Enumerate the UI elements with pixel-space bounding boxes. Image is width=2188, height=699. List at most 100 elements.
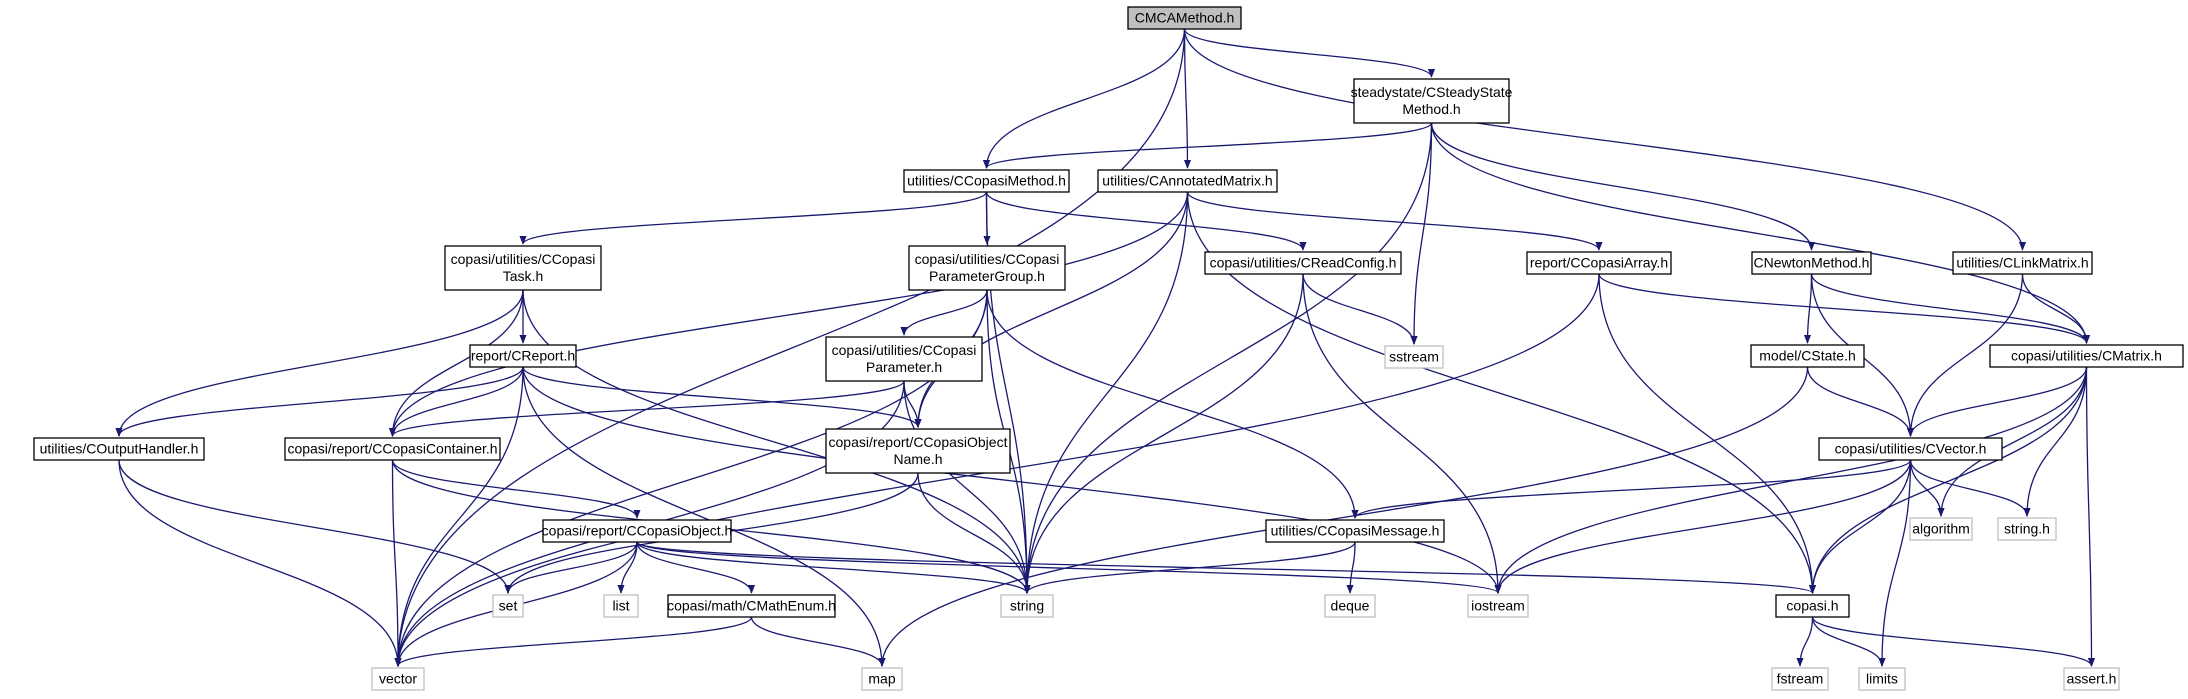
- edge-output-to-set: [118, 459, 512, 594]
- edge-copasih-to-asserth: [1811, 616, 2096, 667]
- node-box-carray: [1526, 251, 1672, 275]
- node-label-mathenum: copasi/math/CMathEnum.h: [667, 598, 836, 614]
- node-link[interactable]: utilities/CLinkMatrix.h: [1952, 251, 2093, 275]
- edge-mathenum-to-vector: [394, 616, 753, 667]
- node-label-carray: report/CCopasiArray.h: [1530, 255, 1668, 271]
- node-cmatrix[interactable]: copasi/utilities/CMatrix.h: [1989, 344, 2184, 368]
- edge-cmethod-to-task: [519, 191, 988, 245]
- edge-cannot-to-container: [388, 191, 1189, 437]
- node-label-map: map: [868, 671, 895, 687]
- node-copasih[interactable]: copasi.h: [1775, 594, 1850, 618]
- node-box-fstream: [1771, 667, 1829, 691]
- edge-message-to-deque: [1346, 541, 1356, 594]
- edge-output-to-vector: [118, 459, 402, 667]
- edge-link-to-cvector: [1906, 273, 2024, 437]
- node-box-creport: [469, 344, 577, 368]
- edge-carray-to-copasih: [1598, 273, 1817, 594]
- edge-pgroup-to-message: [986, 289, 1359, 519]
- edge-cannot-to-objname: [914, 191, 1189, 428]
- edge-cmca-to-cmethod: [982, 28, 1186, 169]
- node-label-string: string: [1010, 598, 1044, 614]
- edge-readcfg-to-iostream: [1302, 273, 1502, 594]
- node-label-cmethod: utilities/CCopasiMethod.h: [907, 173, 1066, 189]
- edge-creport-to-objname: [522, 366, 922, 428]
- edge-steady-to-newton: [1430, 122, 1816, 251]
- node-box-vector: [371, 667, 425, 691]
- edge-creport-to-map: [522, 366, 886, 667]
- node-box-readcfg: [1204, 251, 1402, 275]
- node-label-asserth: assert.h: [2067, 671, 2117, 687]
- node-map: map: [861, 667, 903, 691]
- node-message[interactable]: utilities/CCopasiMessage.h: [1265, 519, 1445, 543]
- node-cvector[interactable]: copasi/utilities/CVector.h: [1818, 437, 2003, 461]
- edge-cvector-to-limits: [1878, 459, 1912, 667]
- node-box-objname: [825, 428, 1011, 474]
- edge-param-to-string: [903, 380, 1031, 594]
- edge-object-to-mathenum: [636, 541, 756, 594]
- edge-link-to-cmatrix: [2021, 273, 2091, 344]
- edge-cstate-to-cvector: [1806, 366, 1915, 437]
- node-box-link: [1952, 251, 2093, 275]
- node-box-task: [444, 245, 602, 291]
- node-carray[interactable]: report/CCopasiArray.h: [1526, 251, 1672, 275]
- edge-object-to-string: [636, 541, 1031, 594]
- node-box-message: [1265, 519, 1445, 543]
- edge-cmca-to-link: [1183, 28, 2027, 251]
- edge-creport-to-container: [388, 366, 524, 437]
- edge-message-to-string: [1023, 541, 1356, 594]
- node-label-cmca: CMCAMethod.h: [1135, 10, 1235, 26]
- node-object[interactable]: copasi/report/CCopasiObject.h: [542, 519, 733, 543]
- dependency-edges: [115, 28, 2096, 667]
- node-box-sstream: [1384, 345, 1444, 369]
- node-label-objname: copasi/report/CCopasiObject: [829, 434, 1008, 450]
- edge-pgroup-to-param: [900, 289, 988, 336]
- node-label-copasih: copasi.h: [1786, 598, 1838, 614]
- node-creport[interactable]: report/CReport.h: [469, 344, 577, 368]
- node-cmethod[interactable]: utilities/CCopasiMethod.h: [903, 169, 1070, 193]
- node-newton[interactable]: CNewtonMethod.h: [1751, 251, 1872, 275]
- node-label-newton: CNewtonMethod.h: [1754, 255, 1870, 271]
- edge-mathenum-to-map: [750, 616, 886, 667]
- edge-container-to-vector: [391, 459, 402, 667]
- node-box-mathenum: [667, 594, 836, 618]
- edge-steady-to-sstream: [1410, 122, 1433, 345]
- node-stringh: string.h: [1997, 517, 2057, 541]
- node-label-readcfg: copasi/utilities/CReadConfig.h: [1210, 255, 1397, 271]
- edge-cvector-to-stringh: [1909, 459, 2031, 517]
- node-output[interactable]: utilities/COutputHandler.h: [33, 437, 205, 461]
- node-mathenum[interactable]: copasi/math/CMathEnum.h: [667, 594, 836, 618]
- node-box-steady: [1353, 78, 1510, 124]
- node-cannot[interactable]: utilities/CAnnotatedMatrix.h: [1097, 169, 1278, 193]
- edge-cmatrix-to-algorithm: [1937, 366, 2088, 517]
- node-cmca[interactable]: CMCAMethod.h: [1127, 6, 1242, 30]
- node-box-set: [492, 594, 524, 618]
- edge-task-to-output: [115, 289, 524, 437]
- node-label-sstream: sstream: [1389, 349, 1439, 365]
- node-label-set: set: [499, 598, 518, 614]
- node-box-cstate: [1750, 344, 1865, 368]
- edge-readcfg-to-sstream: [1302, 273, 1418, 345]
- node-set: set: [492, 594, 524, 618]
- edge-steady-to-string: [1023, 122, 1433, 594]
- node-readcfg[interactable]: copasi/utilities/CReadConfig.h: [1204, 251, 1402, 275]
- node-label-output: utilities/COutputHandler.h: [40, 441, 199, 457]
- node-box-param: [825, 336, 983, 382]
- node-label-list: list: [612, 598, 629, 614]
- node-algorithm: algorithm: [1909, 517, 1973, 541]
- node-box-iostream: [1467, 594, 1529, 618]
- node-container[interactable]: copasi/report/CCopasiContainer.h: [284, 437, 501, 461]
- edge-cannot-to-string: [1023, 191, 1189, 594]
- node-label-message: utilities/CCopasiMessage.h: [1271, 523, 1440, 539]
- node-sstream: sstream: [1384, 345, 1444, 369]
- node-box-string: [1000, 594, 1054, 618]
- node-label-task: copasi/utilities/CCopasi: [451, 251, 596, 267]
- node-label-object: copasi/report/CCopasiObject.h: [542, 523, 733, 539]
- node-cstate[interactable]: model/CState.h: [1750, 344, 1865, 368]
- node-box-container: [284, 437, 501, 461]
- node-label-pgroup: ParameterGroup.h: [929, 268, 1045, 284]
